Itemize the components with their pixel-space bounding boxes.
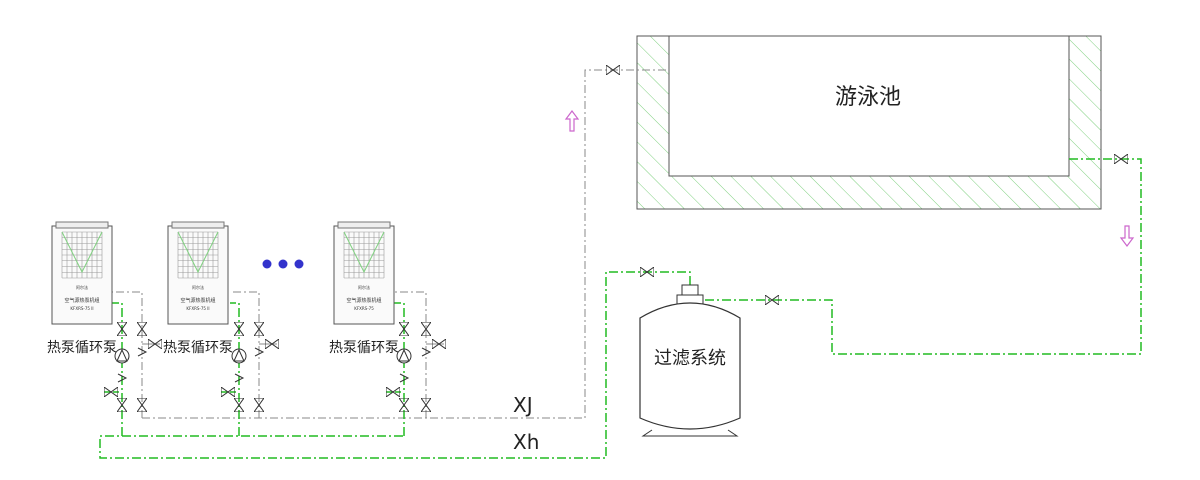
pump-label: 热泵循环泵 bbox=[329, 340, 399, 356]
circulation-pumps bbox=[114, 348, 412, 364]
fan-grille-icon bbox=[343, 231, 385, 279]
pump-icon bbox=[114, 348, 130, 364]
ellipsis-more-units bbox=[262, 259, 304, 269]
filter-system: 过滤系统 bbox=[639, 284, 741, 437]
flow-arrow-icon bbox=[564, 110, 580, 132]
supply-pipe-xj bbox=[112, 69, 669, 419]
swimming-pool: 游泳池 bbox=[636, 35, 1102, 210]
check-valves bbox=[117, 347, 432, 383]
unit-brand: 阿尔法 bbox=[76, 284, 88, 290]
check-valve-icon bbox=[421, 347, 432, 357]
flow-arrow-icon bbox=[1119, 225, 1135, 247]
unit-plate-line2: KFXRS-75 II bbox=[70, 306, 93, 311]
fan-grille-icon bbox=[177, 231, 219, 279]
pump-label: 热泵循环泵 bbox=[47, 340, 117, 356]
return-pipe-xh bbox=[99, 158, 1142, 459]
filter-label: 过滤系统 bbox=[654, 348, 726, 369]
check-valve-icon bbox=[137, 347, 148, 357]
unit-plate-line1: 空气源热泵机组 bbox=[180, 297, 215, 304]
unit-brand: 阿尔法 bbox=[358, 284, 370, 290]
check-valve-icon bbox=[117, 373, 128, 383]
pump-label: 热泵循环泵 bbox=[163, 340, 233, 356]
check-valve-icon bbox=[254, 347, 265, 357]
unit-plate-line2: KFXRS-75 II bbox=[186, 306, 209, 311]
unit-plate-line1: 空气源热泵机组 bbox=[64, 297, 99, 304]
check-valve-icon bbox=[399, 373, 410, 383]
fan-grille-icon bbox=[61, 231, 103, 279]
flow-arrows bbox=[564, 110, 1135, 247]
pool-label: 游泳池 bbox=[835, 85, 901, 110]
check-valve-icon bbox=[234, 373, 245, 383]
supply-pipe-label: XJ bbox=[513, 393, 533, 417]
pump-icon bbox=[396, 348, 412, 364]
return-pipe-label: Xh bbox=[513, 430, 539, 454]
pump-icon bbox=[231, 348, 247, 364]
unit-plate-line1: 空气源热泵机组 bbox=[346, 297, 381, 304]
unit-plate-line2: KFXRS-75 bbox=[354, 306, 374, 311]
unit-brand: 阿尔法 bbox=[192, 284, 204, 290]
